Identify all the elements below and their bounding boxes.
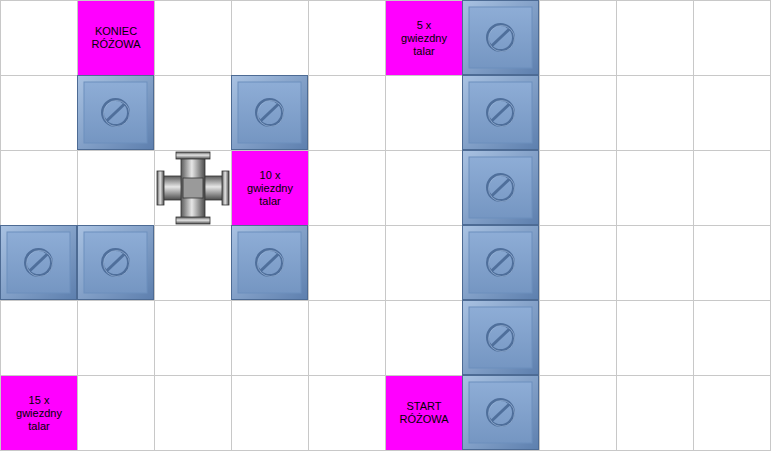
stone-blocks: [1, 1, 539, 450]
field-label: 15 x gwiezdny talar: [10, 394, 68, 433]
field-label: KONIEC RÓŻOWA: [87, 25, 145, 51]
field-label: 10 x gwiezdny talar: [241, 169, 299, 208]
field-label: START RÓŻOWA: [395, 400, 453, 426]
board-field: KONIEC RÓŻOWA: [78, 1, 154, 75]
board-field: 15 x gwiezdny talar: [1, 376, 77, 450]
board-field: 5 x gwiezdny talar: [386, 1, 462, 75]
board-field: START RÓŻOWA: [386, 376, 462, 450]
field-label: 5 x gwiezdny talar: [395, 19, 453, 58]
board-field: 10 x gwiezdny talar: [232, 151, 308, 225]
pipe-cross: [157, 152, 229, 224]
